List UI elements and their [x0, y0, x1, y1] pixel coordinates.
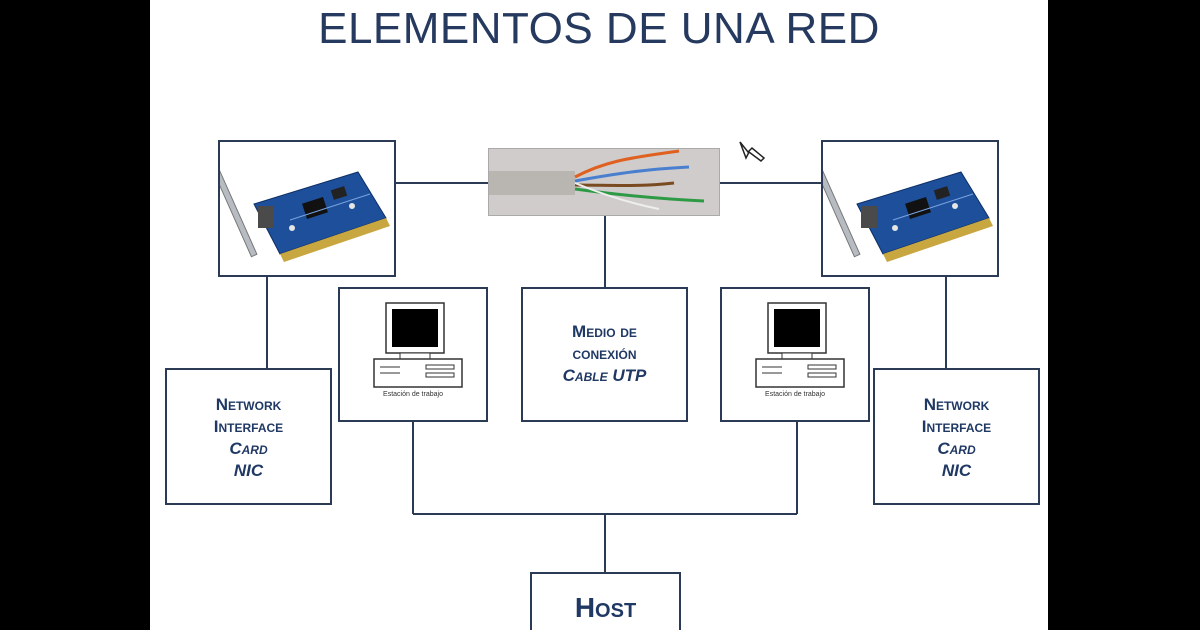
nic-label-box-right: Network Interface Card NIC	[873, 368, 1040, 505]
medium-label-line2: conexión	[572, 344, 637, 363]
nic-label-line1: Network	[215, 395, 282, 414]
utp-cable-icon	[489, 149, 705, 210]
cursor-icon	[739, 141, 766, 162]
workstation-box-right: Estación de trabajo	[720, 287, 870, 422]
nic-label-line4: NIC	[941, 461, 972, 480]
workstation-caption: Estación de trabajo	[383, 391, 443, 398]
nic-label-line2: Interface	[921, 417, 992, 436]
host-box: Host	[530, 572, 681, 630]
utp-cable-image	[488, 148, 720, 216]
slide-title: ELEMENTOS DE UNA RED	[318, 4, 880, 53]
nic-label-line2: Interface	[213, 417, 284, 436]
desktop-computer-icon	[755, 302, 845, 388]
network-card-icon	[811, 158, 993, 262]
network-card-icon	[208, 158, 390, 262]
slide: ELEMENTOS DE UNA RED	[150, 0, 1048, 630]
nic-image-box-left	[208, 140, 396, 277]
workstation-box-left: Estación de trabajo	[338, 287, 488, 422]
nic-label-line3: Card	[937, 439, 976, 458]
nic-image-box-right	[811, 140, 999, 277]
host-label: Host	[574, 592, 637, 623]
nic-label-line1: Network	[923, 395, 990, 414]
nic-label-line4: NIC	[233, 461, 264, 480]
desktop-computer-icon	[373, 302, 463, 388]
connector-lines	[266, 182, 947, 572]
medium-label-line3: Cable UTP	[562, 366, 647, 385]
nic-label-box-left: Network Interface Card NIC	[165, 368, 332, 505]
workstation-caption: Estación de trabajo	[765, 391, 825, 398]
medium-box: Medio de conexión Cable UTP	[521, 287, 688, 422]
medium-label-line1: Medio de	[572, 322, 637, 341]
nic-label-line3: Card	[229, 439, 268, 458]
